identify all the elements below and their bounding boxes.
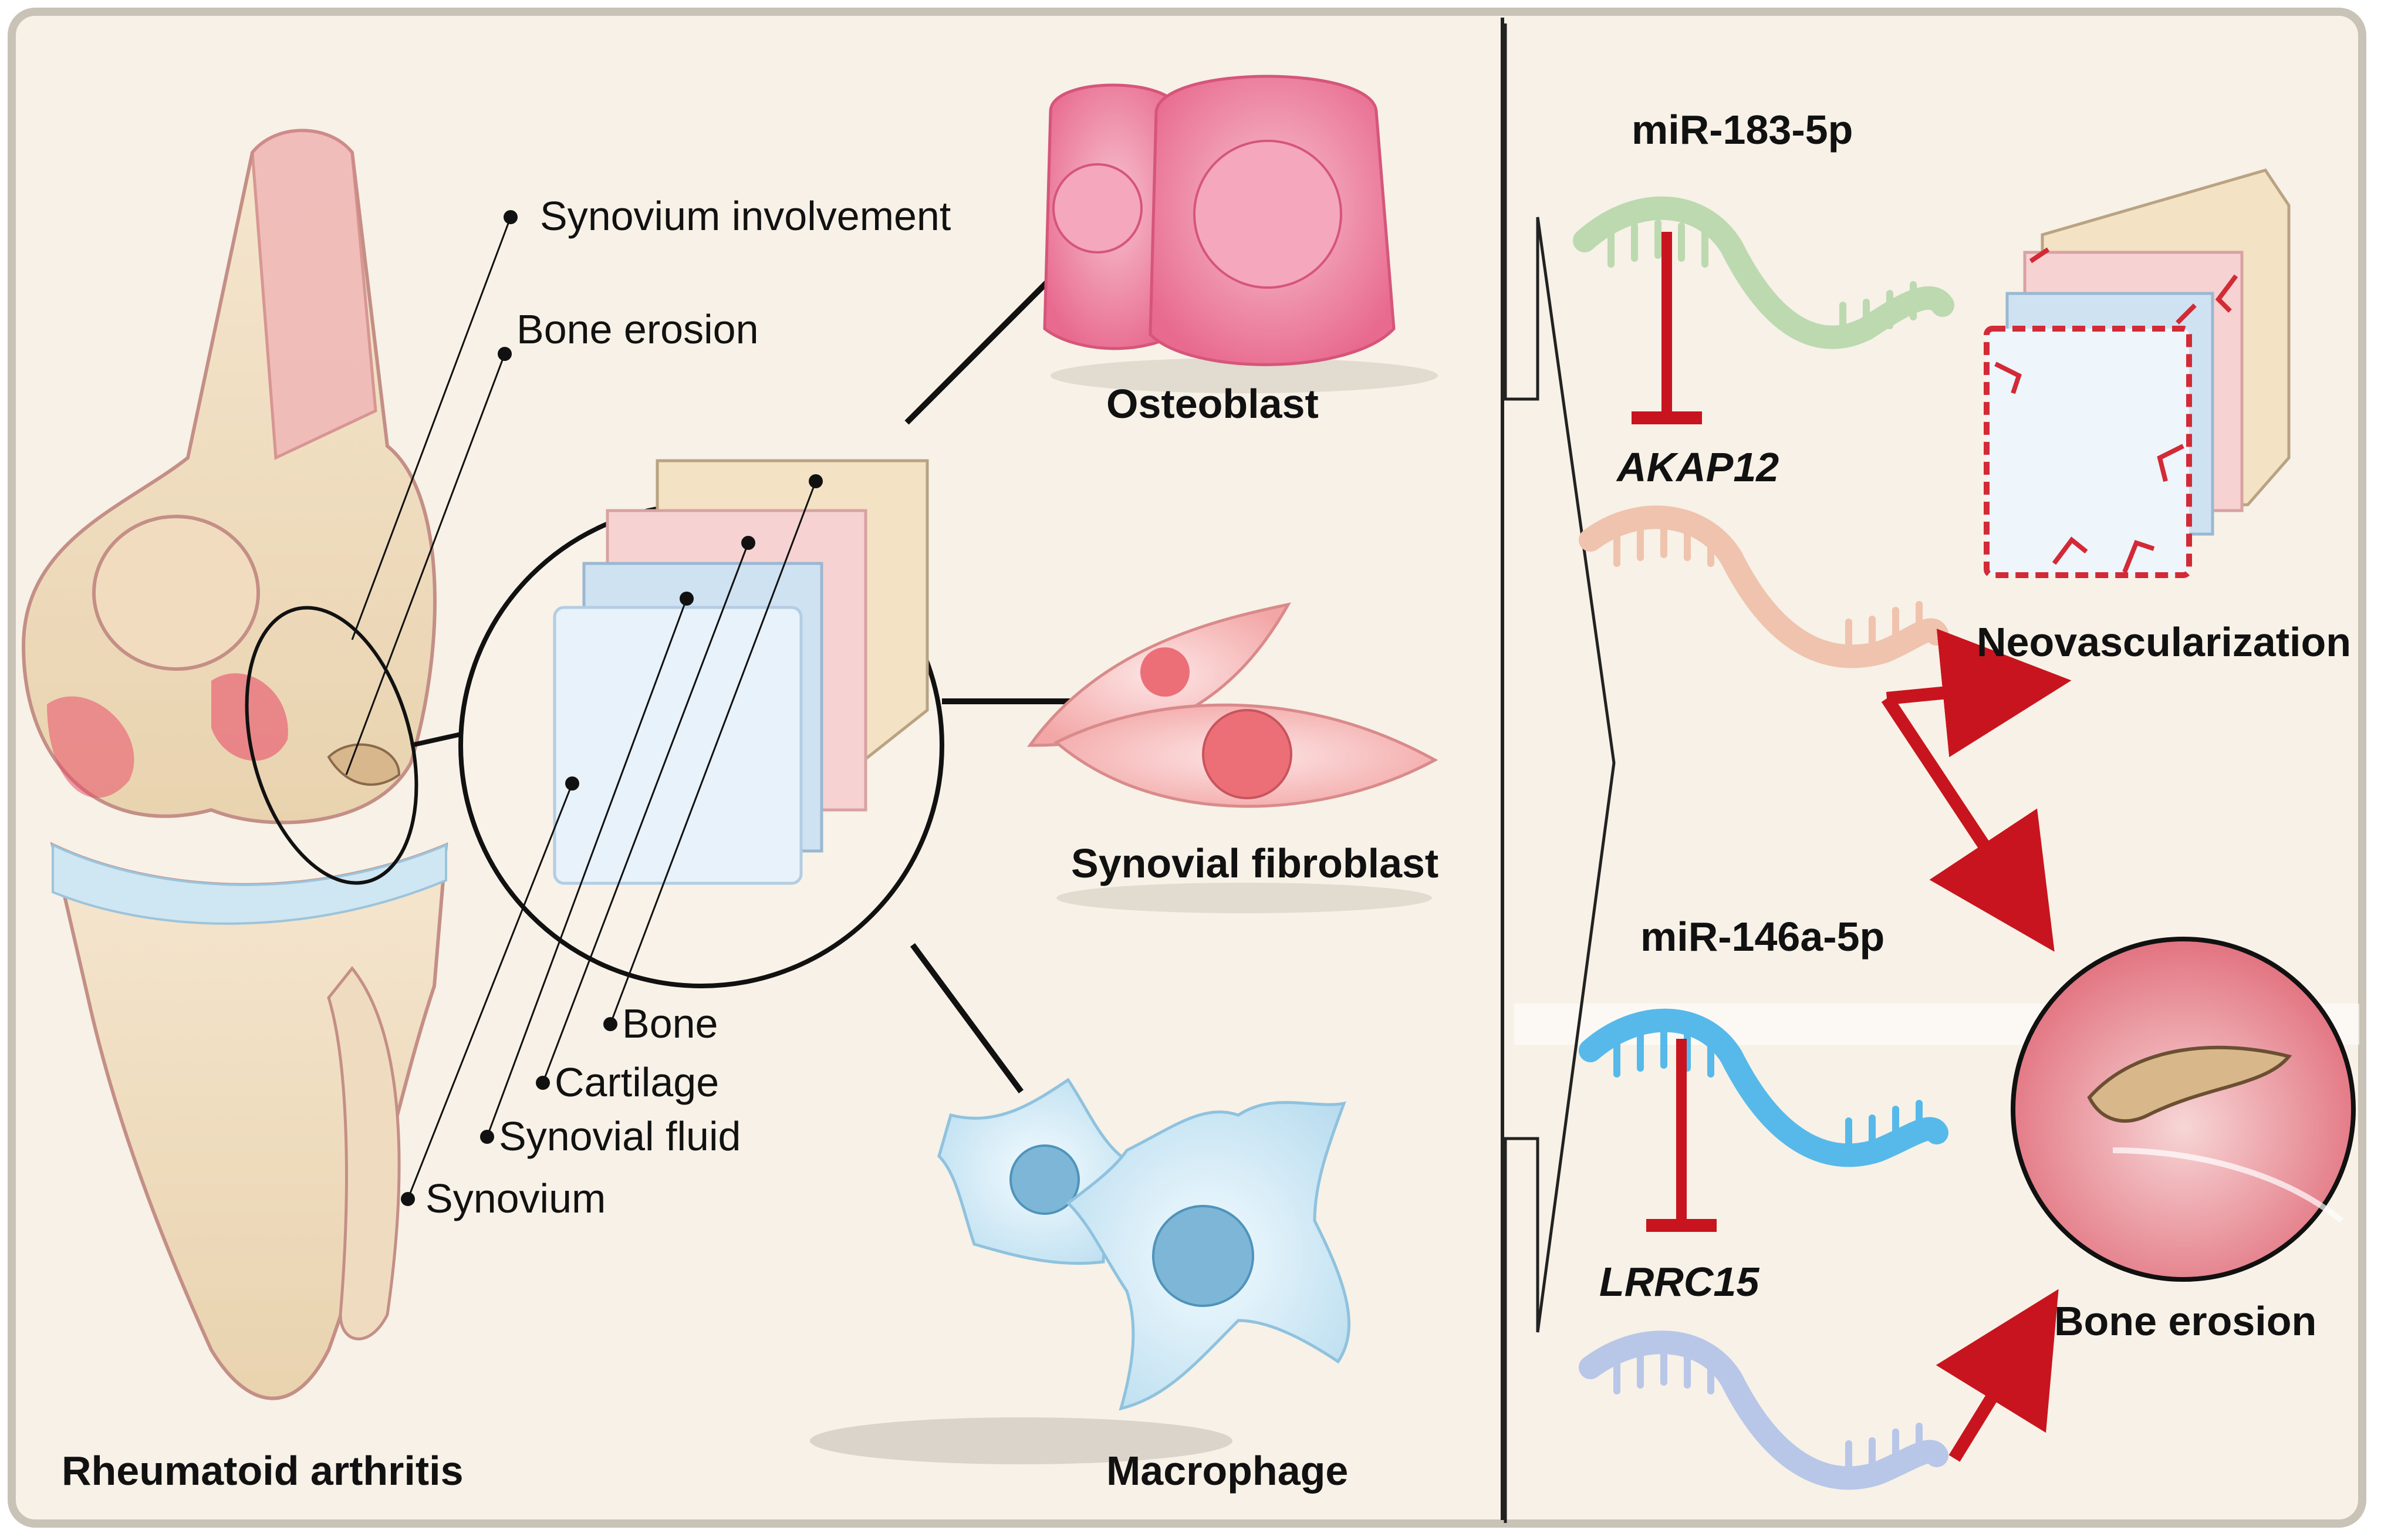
callout-bone-erosion: Bone erosion (516, 306, 759, 352)
label-neovascularization: Neovascularization (1977, 619, 2351, 665)
neo-vessels (1994, 247, 2238, 573)
akap12-teeth (1613, 516, 1923, 661)
neovascularization-cube (1984, 168, 2291, 578)
knee-zoom-ellipse (245, 606, 418, 885)
connector-macrophage (910, 943, 1024, 1093)
label-synovial-fibroblast: Synovial fibroblast (1071, 840, 1438, 886)
label-macrophage: Macrophage (1106, 1448, 1348, 1494)
knee-to-circle-connector (410, 731, 464, 748)
synovium-inflammation-right (211, 673, 288, 761)
arrow-to-bone-erosion-bottom (1936, 1289, 2059, 1462)
bracket-outline (1504, 23, 1616, 1523)
label-cartilage: Cartilage (555, 1059, 719, 1105)
callout-synovium-involvement: Synovium involvement (540, 193, 951, 239)
callout-line-bone-erosion (345, 353, 506, 775)
macrophage-cell (810, 1078, 1350, 1464)
lrrc15-teeth (1613, 1343, 1923, 1482)
joint-cartilage (52, 843, 447, 925)
label-bone-erosion-outcome: Bone erosion (2054, 1298, 2316, 1344)
label-dot-cartilage (536, 1076, 550, 1090)
osteoblast-nucleus-front (1193, 140, 1342, 289)
connector-osteoblast (904, 276, 1053, 425)
fibula-shape (327, 965, 401, 1340)
fibroblast-nucleus-front (1202, 709, 1292, 799)
bone-erosion-bone-segment (2087, 1045, 2292, 1123)
fibroblast-nucleus-back (1140, 647, 1190, 697)
osteoblast-shadow (1051, 358, 1438, 393)
label-dot-bone (603, 1017, 617, 1031)
bone-erosion-zoom (2011, 937, 2356, 1282)
label-osteoblast: Osteoblast (1106, 381, 1319, 427)
patella (92, 515, 260, 671)
arrow-to-neovascularization (1886, 629, 2072, 758)
mir-146a-5p-teeth (1613, 1026, 1923, 1160)
bone-erosion-joint-line (2112, 1147, 2344, 1223)
mir-183-5p-teeth (1607, 219, 1917, 341)
macrophage-nucleus-back (1009, 1144, 1080, 1215)
label-synovial-fluid: Synovial fluid (499, 1113, 741, 1159)
bone-erosion-circle (2011, 937, 2356, 1282)
fibroblast-shadow (1056, 883, 1432, 913)
layer-synovium (553, 606, 803, 885)
tissue-layers-zoom: Bone Cartilage Synovial fluid Synovium (401, 459, 944, 1221)
synovial-fibroblast-cell (1027, 602, 1438, 913)
label-dot-synovium (401, 1192, 415, 1206)
knee-callouts: Synovium involvement Bone erosion (345, 193, 951, 775)
macrophage-nucleus-front (1152, 1205, 1254, 1307)
osteoblast-cell (1043, 75, 1438, 393)
macrophage-shadow (810, 1417, 1232, 1464)
quadriceps-tendon (251, 129, 377, 460)
label-dot-synovial-fluid (480, 1130, 494, 1144)
caption-rheumatoid-arthritis: Rheumatoid arthritis (62, 1448, 464, 1494)
layer-line-synovium (407, 783, 573, 1200)
label-synovium: Synovium (425, 1176, 606, 1221)
label-mir-146a-5p: miR-146a-5p (1640, 914, 1884, 960)
lrrc15-strand (1579, 1330, 1948, 1490)
arrow-to-bone-erosion-top (1881, 694, 2055, 952)
layer-line-synovial-fluid (486, 598, 688, 1137)
label-lrrc15: LRRC15 (1599, 1259, 1759, 1305)
synovium-inflammation-left (47, 696, 134, 798)
label-akap12: AKAP12 (1616, 444, 1779, 490)
layer-line-cartilage (542, 542, 749, 1083)
layer-line-bone (609, 481, 817, 1025)
osteoblast-nucleus-back (1052, 163, 1143, 254)
label-mir-183-5p: miR-183-5p (1632, 107, 1853, 153)
label-bone: Bone (622, 1001, 718, 1046)
mir-146a-5p-strand (1579, 1008, 1948, 1167)
callout-line-synovium-involvement (351, 217, 512, 640)
neo-cube-synovium (1984, 326, 2192, 578)
mir-183-5p-strand (1573, 196, 1954, 349)
akap12-strand (1579, 505, 1948, 668)
knee-joint-illustration (21, 129, 464, 1400)
